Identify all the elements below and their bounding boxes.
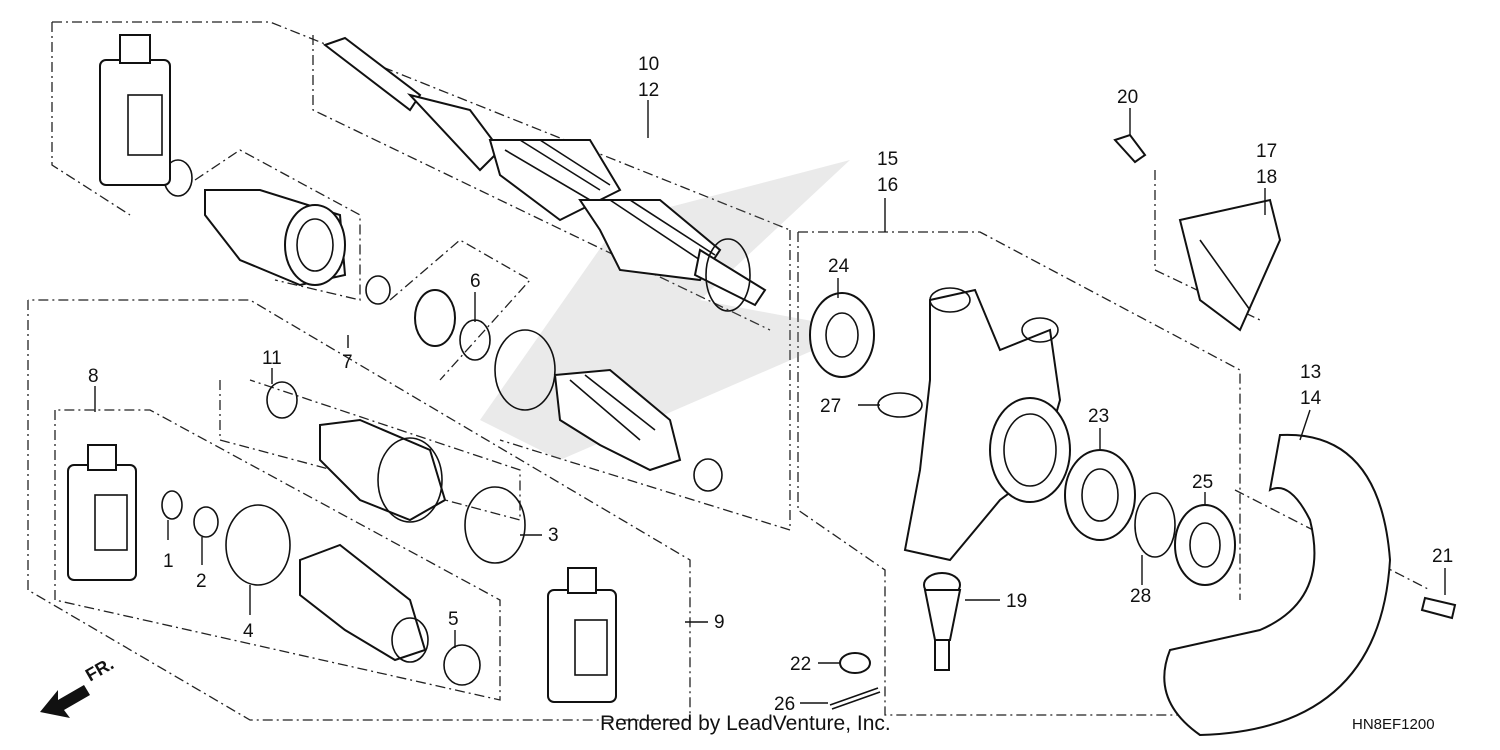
callout-17: 17: [1256, 141, 1277, 162]
bolt-top: [1113, 133, 1147, 164]
callout-6: 6: [470, 271, 481, 292]
callout-8: 8: [88, 366, 99, 387]
callout-7: 7: [342, 352, 353, 373]
brand-watermark: [480, 160, 860, 460]
drive-shaft-assembly: [322, 36, 767, 312]
bearings-and-seals: [809, 292, 1236, 586]
grease-bottle-top: [99, 34, 171, 186]
callout-25: 25: [1192, 472, 1213, 493]
callout-11: 11: [262, 348, 282, 369]
callout-23: 23: [1088, 406, 1109, 427]
boot-lower: [299, 543, 429, 663]
brake-guard-bracket: [1178, 198, 1282, 332]
callout-20: 20: [1117, 87, 1138, 108]
boot-upper: [553, 368, 682, 472]
bolt-right: [1420, 596, 1457, 620]
callout-1: 1: [163, 551, 174, 572]
callout-5: 5: [448, 609, 459, 630]
callout-14: 14: [1300, 388, 1322, 409]
grease-bottle-bottom: [547, 567, 617, 703]
cv-joint-outer: [204, 189, 347, 287]
cotter-pin: [829, 687, 881, 710]
callout-10: 10: [638, 54, 659, 75]
callout-18: 18: [1256, 167, 1277, 188]
callout-9: 9: [714, 612, 725, 633]
diagram-code: HN8EF1200: [1352, 716, 1435, 733]
callout-numbers: 10 12 20 17 18 15 16 24 6 7 11 8 13 14 2…: [88, 54, 1453, 715]
callout-21: 21: [1432, 546, 1453, 567]
ball-joint: [923, 572, 962, 671]
callout-24: 24: [828, 256, 850, 277]
leader-lines: [94, 100, 1446, 704]
bands-and-clips: [161, 159, 723, 686]
callout-27: 27: [820, 396, 841, 417]
callout-4: 4: [243, 621, 254, 642]
callout-15: 15: [877, 149, 898, 170]
render-credit: Rendered by LeadVenture, Inc.: [600, 712, 891, 735]
callout-22: 22: [790, 654, 811, 675]
callout-12: 12: [638, 80, 659, 101]
callout-16: 16: [877, 175, 898, 196]
callout-2: 2: [196, 571, 207, 592]
callout-19: 19: [1006, 591, 1027, 612]
brake-disc-cover: [1163, 433, 1392, 737]
group-outlines: [27, 21, 1431, 721]
steering-knuckle: [903, 287, 1071, 562]
callout-28: 28: [1130, 586, 1151, 607]
callout-26: 26: [774, 694, 795, 715]
castle-nut: [839, 652, 871, 674]
callout-3: 3: [548, 525, 559, 546]
callout-13: 13: [1300, 362, 1321, 383]
boot-middle: [319, 418, 447, 523]
grease-bottle-left: [67, 444, 137, 581]
front-direction-arrow-icon: [40, 685, 90, 718]
